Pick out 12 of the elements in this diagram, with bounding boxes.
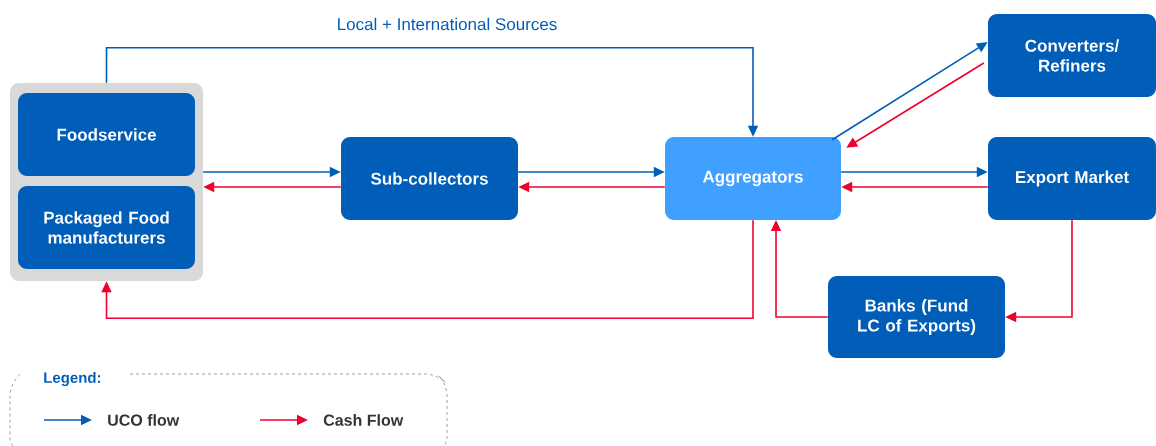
- process-box: Converters/ Refiners: [988, 14, 1156, 97]
- arrow: [101, 219, 754, 319]
- process-box: Aggregators: [665, 137, 841, 220]
- process-box: Foodservice: [18, 93, 195, 176]
- legend-title: Legend:: [44, 371, 101, 386]
- process-box: Export Market: [988, 137, 1156, 220]
- legend-text: UCO flow: [108, 414, 180, 426]
- process-box: Packaged Food manufacturers: [18, 186, 195, 269]
- edge-label: Local + International Sources: [334, 15, 560, 33]
- process-box: Sub-collectors: [341, 137, 518, 220]
- process-box: Banks (Fund LC of Exports): [828, 276, 1005, 358]
- legend-text: Cash Flow: [323, 414, 404, 426]
